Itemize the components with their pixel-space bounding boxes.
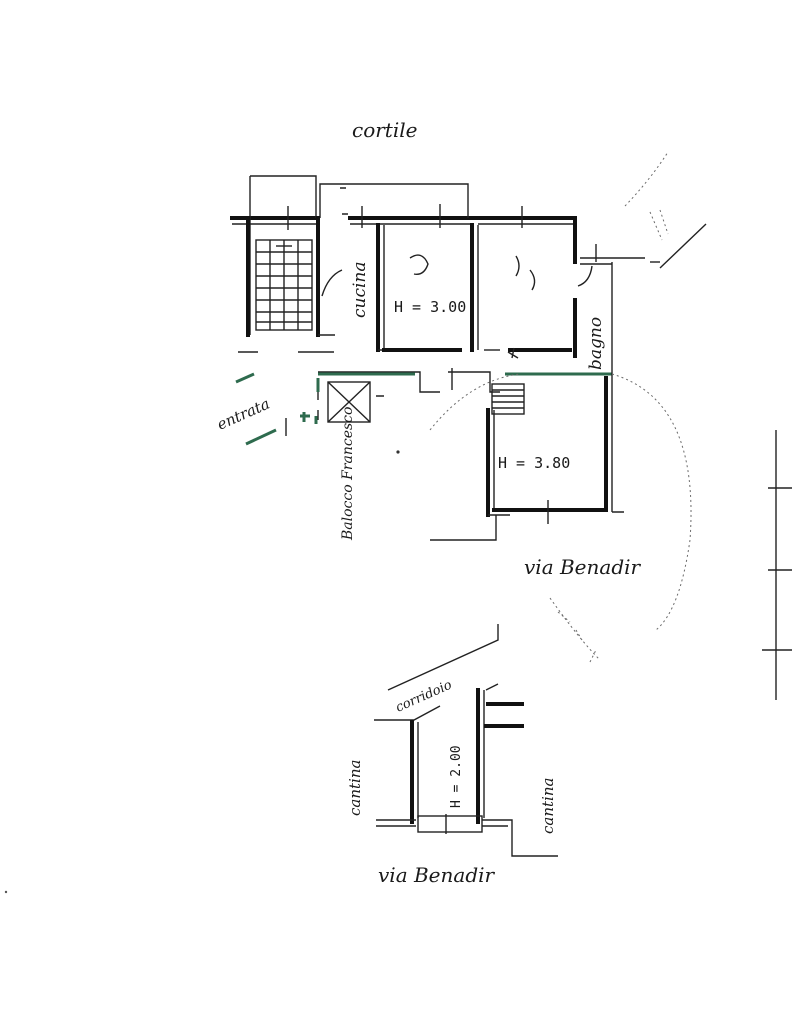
label-neighbor: Balocco Francesco: [340, 407, 356, 541]
cellar-plan: [374, 624, 558, 857]
corridor-stair: [491, 383, 525, 415]
stair-enclosure: [249, 175, 317, 335]
arc-east: [611, 373, 692, 631]
stair-steps: [256, 240, 312, 330]
label-cellar-height: H = 2.00: [449, 745, 464, 808]
apartment-plan: [230, 151, 792, 700]
label-cantina-left: cantina: [346, 760, 364, 816]
label-cortile: cortile: [352, 118, 417, 142]
adjacent-building-fragment: [762, 430, 792, 700]
corridor-wall: [318, 371, 500, 393]
elevator-shaft: [327, 381, 371, 423]
label-entrata: entrata: [214, 395, 272, 434]
label-cucina: cucina: [350, 261, 370, 318]
cellar-corridor-line: [387, 624, 499, 691]
label-height-room2: H = 3.80: [498, 454, 570, 472]
cellar-door: [417, 815, 483, 833]
label-street-top: via Benadir: [524, 555, 642, 579]
speck: [4, 890, 8, 894]
label-height-room1: H = 3.00: [394, 298, 466, 316]
wall-south-step: [430, 515, 497, 541]
wall-top-bump: [319, 183, 469, 218]
label-cantina-right: cantina: [539, 778, 557, 834]
label-street-bottom: via Benadir: [378, 863, 496, 887]
cellar-wall-south: [376, 819, 558, 857]
speck: [396, 450, 400, 454]
label-bagno: bagno: [586, 317, 606, 370]
